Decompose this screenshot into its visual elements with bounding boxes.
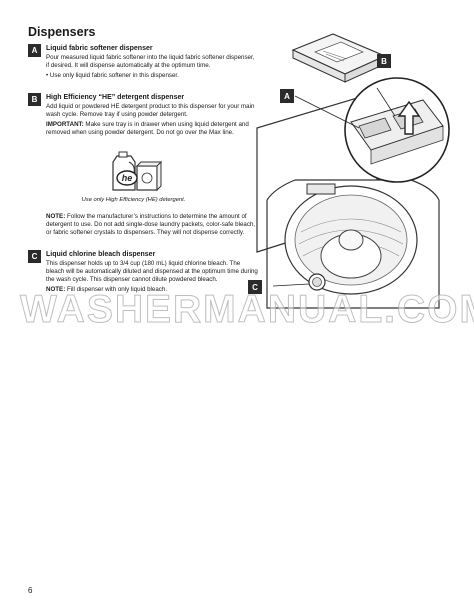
section-paragraph: Add liquid or powdered HE detergent prod… (46, 103, 255, 118)
important-label: IMPORTANT: (46, 120, 84, 128)
callout-b: B (377, 54, 391, 68)
section-badge-c: C (28, 250, 41, 263)
important-text: Make sure tray is in drawer when using l… (46, 120, 249, 136)
page-title: Dispensers (28, 25, 96, 39)
section-bullet: • Use only liquid fabric softener in thi… (46, 71, 179, 79)
bleach-note-label: NOTE: (46, 285, 66, 293)
he-logo-text: he (122, 173, 133, 183)
arrow-up-icon (397, 100, 421, 135)
page-number: 6 (28, 586, 33, 595)
section-body: Add liquid or powdered HE detergent prod… (46, 103, 258, 139)
section-body: Pour measured liquid fabric softener int… (46, 54, 258, 82)
he-caption: Use only High Efficiency (HE) detergent. (81, 197, 186, 203)
he-detergent-illustration: he (112, 151, 163, 192)
bleach-note-text: Fill dispenser with only liquid bleach. (65, 285, 168, 293)
important-paragraph: IMPORTANT: Make sure tray is in drawer w… (46, 121, 258, 137)
section-heading: Liquid fabric softener dispenser (46, 45, 153, 52)
section-paragraph: This dispenser holds up to 3/4 cup (180 … (46, 260, 258, 283)
note-text: Follow the manufacturer’s instructions t… (46, 213, 256, 236)
detergent-box-icon (135, 160, 163, 192)
watermark: WASHERMANUAL.COM (20, 288, 474, 332)
he-logo-badge (116, 170, 138, 186)
note-label: NOTE: (46, 213, 66, 220)
bleach-note: NOTE: Fill dispenser with only liquid bl… (46, 286, 258, 294)
callout-a: A (280, 89, 294, 103)
dispenser-drawer (306, 183, 336, 195)
section-heading: High Efficiency “HE” detergent dispenser (46, 94, 185, 101)
washer-cabinet (266, 200, 440, 309)
note-block: NOTE: Follow the manufacturer’s instruct… (46, 213, 260, 237)
section-body: This dispenser holds up to 3/4 cup (180 … (46, 260, 258, 296)
washer-illustration (256, 33, 450, 309)
section-badge-b: B (28, 93, 41, 106)
callout-c: C (248, 280, 262, 294)
section-heading: Liquid chlorine bleach dispenser (46, 251, 156, 258)
detergent-tray-icon (291, 33, 387, 83)
section-badge-a: A (28, 44, 41, 57)
section-paragraph: Pour measured liquid fabric softener int… (46, 54, 255, 69)
